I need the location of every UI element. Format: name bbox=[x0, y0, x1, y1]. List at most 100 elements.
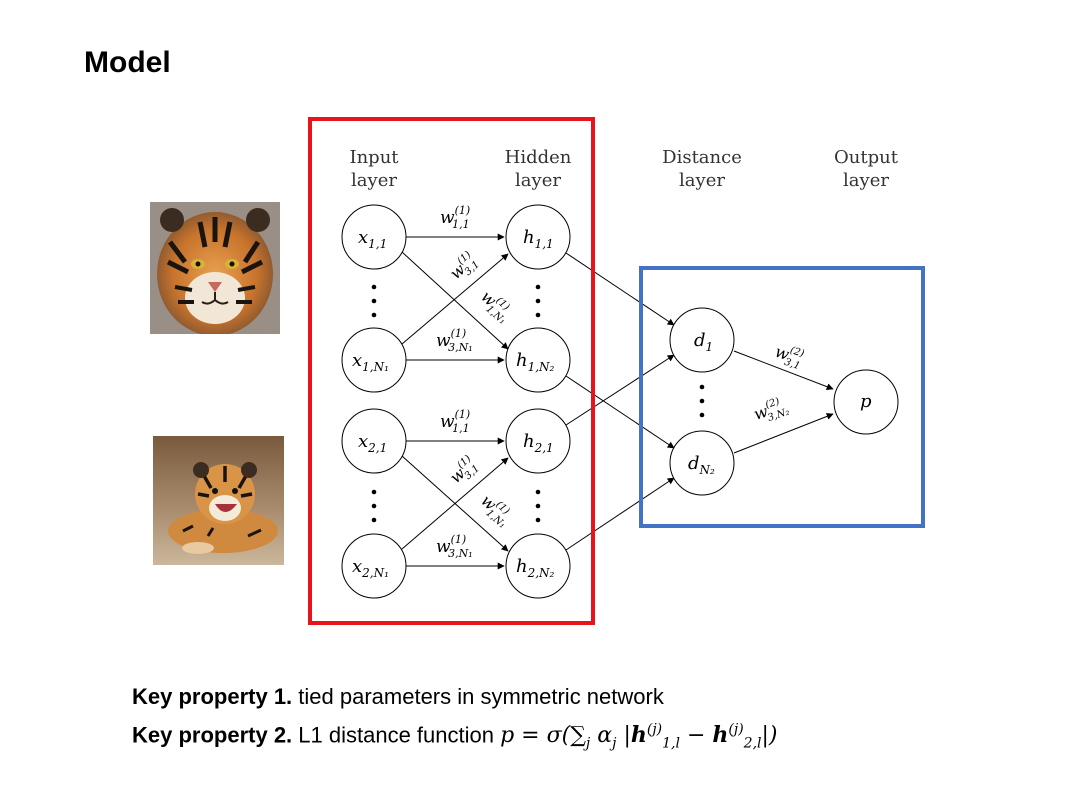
distance-layer-header-line1: Distance bbox=[662, 147, 742, 168]
input-layer-header-line1: Input bbox=[349, 147, 399, 168]
svg-text:w(1)1,1: w(1)1,1 bbox=[440, 408, 470, 435]
edge-x2N-h21 bbox=[401, 457, 509, 550]
node-x21-label: x bbox=[358, 431, 368, 452]
node-h21-sub: 2,1 bbox=[534, 441, 554, 455]
red-highlight-box bbox=[308, 117, 595, 625]
tiger-cub-photo bbox=[153, 436, 284, 565]
node-x11-sub: 1,1 bbox=[368, 237, 387, 251]
l1-distance-formula: p = σ(∑j αj |h(j)1,l − h(j)2,l|) bbox=[500, 722, 778, 752]
svg-text:h2,N₂: h2,N₂ bbox=[516, 556, 555, 580]
edge-dN-p bbox=[733, 413, 834, 454]
weight-w2-31-label: w bbox=[773, 342, 792, 364]
node-x1N-label: x bbox=[352, 350, 362, 371]
adult-tiger-illustration bbox=[150, 202, 280, 334]
svg-text:w(1)1,N₁: w(1)1,N₁ bbox=[475, 490, 516, 531]
key-property-1-text: tied parameters in symmetric network bbox=[292, 684, 664, 709]
edge-x1N-h11 bbox=[401, 253, 509, 345]
network-edges bbox=[401, 233, 834, 570]
key-property-2-label: Key property 2. bbox=[132, 722, 293, 748]
svg-text:w(1)3,N₁: w(1)3,N₁ bbox=[436, 327, 473, 354]
svg-text:x1,N₁: x1,N₁ bbox=[352, 350, 389, 374]
node-dN-sub: N₂ bbox=[699, 463, 716, 477]
node-h1N-label: h bbox=[516, 350, 528, 371]
weight-w11-label: w bbox=[440, 208, 455, 228]
node-p-label: p bbox=[860, 391, 872, 412]
adult-tiger-photo bbox=[150, 202, 280, 334]
node-h11-sub: 1,1 bbox=[535, 237, 554, 251]
svg-text:h2,1: h2,1 bbox=[523, 431, 554, 455]
slide-title: Model bbox=[84, 46, 171, 79]
key-property-2-text: L1 distance function bbox=[292, 722, 501, 748]
weight-w2-3N-label: w bbox=[751, 401, 770, 423]
node-p bbox=[833, 369, 899, 435]
node-d1 bbox=[669, 307, 735, 373]
node-labels: x1,1 x1,N₁ x2,1 x2,N₁ h1,1 h1,N₂ h2,1 h2… bbox=[352, 227, 872, 580]
node-x2N bbox=[341, 533, 407, 599]
weight-w11-sup: (1) bbox=[455, 204, 471, 217]
edge-h11-d1 bbox=[565, 252, 675, 326]
key-property-2: Key property 2. L1 distance function p =… bbox=[132, 722, 778, 752]
layer-headers: Input layer Hidden layer Distance layer … bbox=[349, 147, 898, 191]
svg-text:x2,1: x2,1 bbox=[358, 431, 387, 455]
blue-highlight-box bbox=[639, 266, 925, 528]
node-x2N-sub: 2,N₁ bbox=[361, 566, 389, 580]
node-d1-label: d bbox=[694, 330, 706, 351]
svg-text:d1: d1 bbox=[694, 330, 713, 354]
node-h11-label: h bbox=[523, 227, 535, 248]
svg-text:w(2)3,N₂: w(2)3,N₂ bbox=[751, 394, 791, 427]
svg-text:w(2)3,1: w(2)3,1 bbox=[772, 341, 806, 372]
weight-w2-31-sub: 3,1 bbox=[783, 357, 802, 372]
node-x21 bbox=[341, 408, 407, 474]
tiger-cub-illustration bbox=[153, 436, 284, 565]
node-dN bbox=[669, 430, 735, 496]
node-h2N-label: h bbox=[516, 556, 528, 577]
weight-labels: w(1)1,1 w(1)3,N₁ w(1)1,1 w(1)3,N₁ w(1)3,… bbox=[436, 204, 806, 560]
edge-h1N-dN bbox=[565, 375, 675, 449]
input-layer-header-line2: layer bbox=[351, 170, 397, 191]
node-h21 bbox=[505, 408, 571, 474]
hidden-layer-header-line2: layer bbox=[515, 170, 561, 191]
node-x1N bbox=[341, 327, 407, 393]
edge-h2N-dN bbox=[565, 477, 675, 551]
key-property-1-label: Key property 1. bbox=[132, 684, 293, 709]
weight-w11-sub: 1,1 bbox=[452, 218, 470, 231]
weight-w3Nb-sup: (1) bbox=[451, 533, 467, 546]
node-d1-sub: 1 bbox=[706, 340, 714, 354]
svg-text:dN₂: dN₂ bbox=[688, 453, 715, 477]
svg-text:h1,1: h1,1 bbox=[523, 227, 554, 251]
weight-w2-31-sup: (2) bbox=[789, 345, 806, 360]
network-nodes bbox=[341, 204, 899, 599]
weight-w3Nb-sub: 3,N₁ bbox=[448, 547, 473, 560]
weight-w11b-sub: 1,1 bbox=[452, 422, 470, 435]
weight-w11b-sup: (1) bbox=[455, 408, 471, 421]
ellipsis-dots bbox=[371, 284, 705, 523]
svg-text:w(1)3,N₁: w(1)3,N₁ bbox=[436, 533, 473, 560]
weight-w3N-sub: 3,N₁ bbox=[448, 341, 473, 354]
svg-text:x1,1: x1,1 bbox=[358, 227, 387, 251]
node-h1N bbox=[505, 327, 571, 393]
svg-text:h1,N₂: h1,N₂ bbox=[516, 350, 555, 374]
weight-w3Nb-label: w bbox=[436, 537, 451, 557]
output-layer-header-line2: layer bbox=[843, 170, 889, 191]
svg-text:w(1)1,1: w(1)1,1 bbox=[440, 204, 470, 231]
node-h2N bbox=[505, 533, 571, 599]
weight-w11b-label: w bbox=[440, 412, 455, 432]
hidden-layer-header-line1: Hidden bbox=[505, 147, 572, 168]
node-x11-label: x bbox=[358, 227, 368, 248]
distance-layer-header-line2: layer bbox=[679, 170, 725, 191]
edge-x11-h1N bbox=[401, 251, 509, 350]
svg-text:p: p bbox=[860, 391, 872, 412]
node-x1N-sub: 1,N₁ bbox=[362, 360, 389, 374]
output-layer-header-line1: Output bbox=[834, 147, 899, 168]
svg-text:x2,N₁: x2,N₁ bbox=[352, 556, 389, 580]
node-h21-label: h bbox=[523, 431, 535, 452]
svg-text:w(1)1,N₁: w(1)1,N₁ bbox=[475, 286, 516, 327]
weight-w3N-sup: (1) bbox=[451, 327, 467, 340]
edge-d1-p bbox=[733, 350, 834, 391]
node-x11 bbox=[341, 204, 407, 270]
weight-w3N-label: w bbox=[436, 331, 451, 351]
key-property-1: Key property 1. tied parameters in symme… bbox=[132, 684, 664, 710]
node-h1N-sub: 1,N₂ bbox=[528, 360, 555, 374]
edge-h21-d1 bbox=[565, 354, 675, 426]
